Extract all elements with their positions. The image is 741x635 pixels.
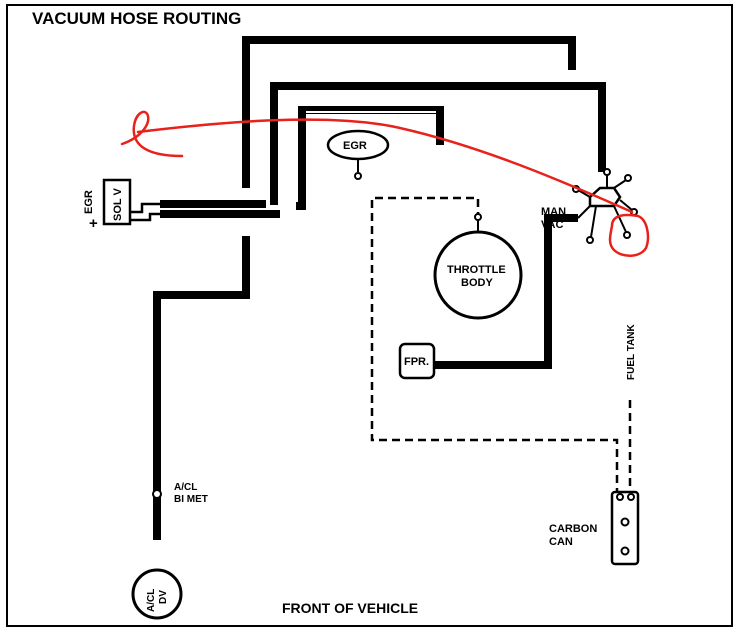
hose-egr-loop xyxy=(296,106,444,210)
red-annotation xyxy=(120,110,650,257)
red-annotation-stroke xyxy=(120,110,634,214)
manifold-vacuum-tree xyxy=(572,168,638,244)
egr-valve: EGR xyxy=(326,129,390,180)
carbon-can-label-2: CAN xyxy=(549,536,573,548)
acl-bimet-label-1: A/CL xyxy=(174,482,197,493)
acl-dv-label-1: A/CL xyxy=(146,589,157,612)
throttle-label-1: THROTTLE xyxy=(447,264,506,276)
man-vac-label-2: VAC xyxy=(541,219,563,231)
fuel-tank-label: FUEL TANK xyxy=(626,323,637,380)
egr-side-label: EGR xyxy=(83,190,95,214)
acl-bimet-label-2: BI MET xyxy=(174,494,208,505)
diagram-title: VACUUM HOSE ROUTING xyxy=(32,9,241,28)
acl-dv: A/CL DV xyxy=(131,568,183,620)
sol-v-label: SOL V xyxy=(112,188,124,221)
hose-middle xyxy=(270,82,606,205)
front-of-vehicle-label: FRONT OF VEHICLE xyxy=(282,600,418,616)
acl-bimet-sensor xyxy=(152,489,162,499)
dashed-hose-throttle xyxy=(370,196,619,492)
man-vac-label-1: MAN xyxy=(541,206,566,218)
egr-solenoid: SOL V EGR + xyxy=(83,178,160,232)
egr-valve-label: EGR xyxy=(343,140,367,152)
acl-dv-label-2: DV xyxy=(158,590,169,604)
fuel-pressure-regulator: FPR. xyxy=(398,342,436,380)
throttle-body: THROTTLE BODY xyxy=(433,213,523,320)
throttle-label-2: BODY xyxy=(461,277,493,289)
hose-fpr xyxy=(432,214,578,369)
red-annotation-circle xyxy=(608,213,650,257)
carbon-canister xyxy=(610,490,640,566)
hose-outer xyxy=(242,36,576,188)
plus-sign: + xyxy=(89,215,98,232)
carbon-can-label-1: CARBON xyxy=(549,523,597,535)
hose-acl xyxy=(153,236,250,540)
fpr-label: FPR. xyxy=(404,356,429,368)
